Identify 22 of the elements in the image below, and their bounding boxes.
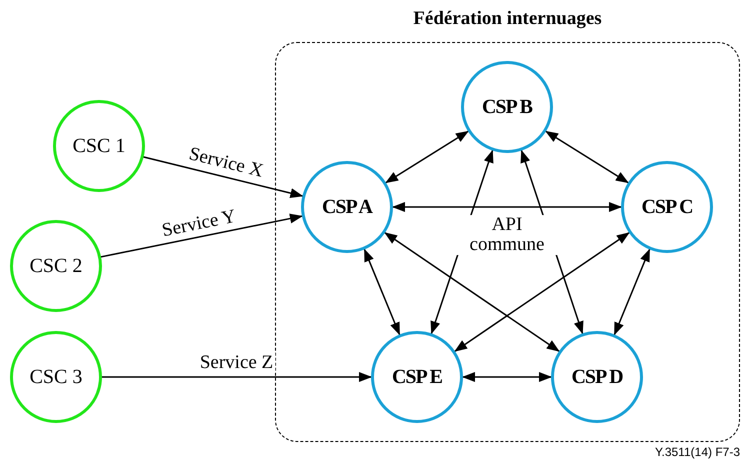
node-label: CSC 1 — [72, 134, 126, 158]
group-title: Fédération internuages — [412, 8, 603, 30]
arrow — [613, 248, 651, 336]
arrow — [544, 130, 630, 184]
arrow — [454, 232, 630, 352]
node-label: CSP E — [392, 366, 442, 388]
node-label: CSP C — [641, 196, 693, 218]
node-label: CSC 2 — [30, 254, 82, 278]
node-label: CSP D — [571, 366, 623, 388]
edge-label: API commune — [455, 215, 559, 255]
node-label: CSC 3 — [30, 366, 82, 388]
arrow — [101, 372, 372, 382]
node-label: CSP B — [482, 96, 532, 118]
arrow — [100, 214, 304, 258]
arrow — [384, 232, 560, 352]
arrow — [392, 202, 622, 212]
figure-number: Y.3511(14) F7-3 — [655, 445, 740, 459]
arrow — [363, 248, 401, 336]
node-label: CSP A — [322, 196, 372, 218]
arrow — [142, 156, 304, 198]
arrow — [384, 130, 470, 184]
arrow — [462, 372, 552, 382]
